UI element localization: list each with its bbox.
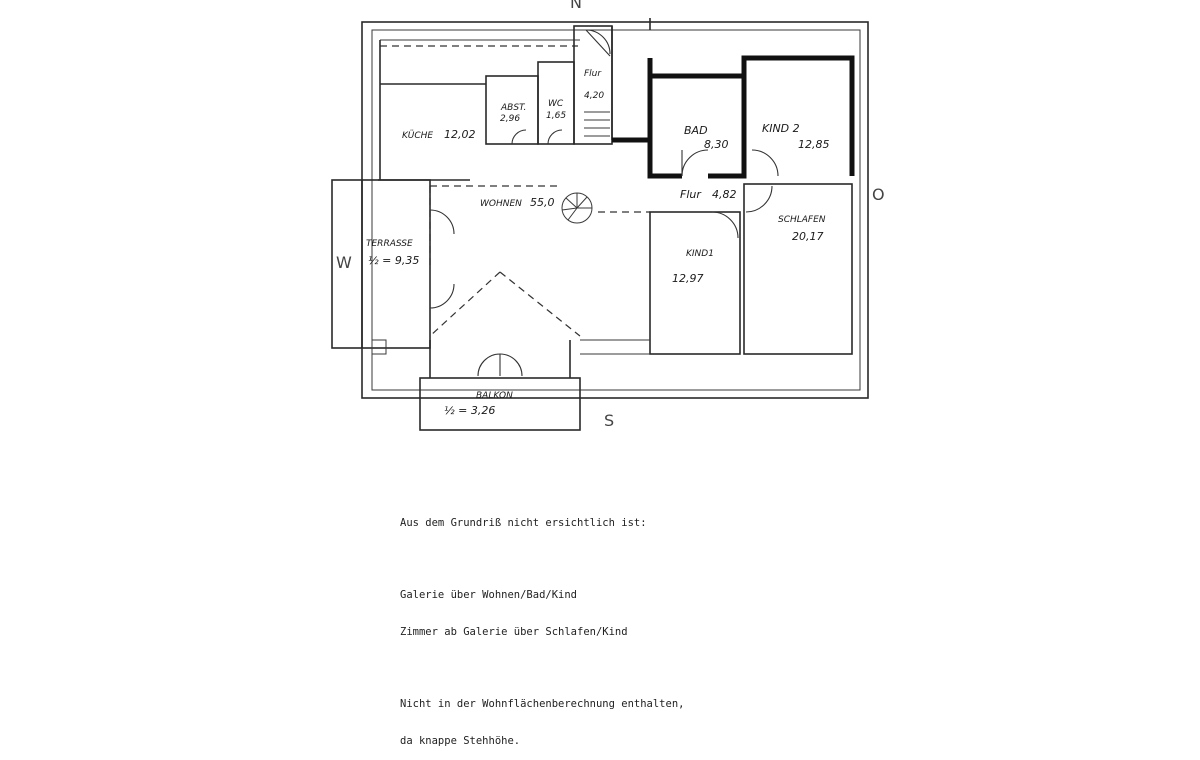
wc-area: 1,65 [546, 111, 566, 121]
kueche-name: KÜCHE [402, 130, 433, 141]
kind1-area: 12,97 [672, 272, 704, 285]
abst-name: ABST. [500, 103, 526, 113]
bad-wall-left [647, 58, 682, 179]
flur-top-area: 4,20 [584, 91, 604, 101]
kind2-area: 12,85 [798, 138, 830, 151]
kind2-name: KIND 2 [762, 122, 800, 135]
note-line-1: Aus dem Grundriß nicht ersichtlich ist: [400, 517, 647, 529]
kueche-area: 12,02 [444, 128, 476, 141]
wohnen-name: WOHNEN [480, 199, 522, 209]
inner-wall-frame [371, 29, 861, 391]
bedrooms [580, 183, 853, 355]
flur-mid-area: 4,82 [712, 188, 737, 201]
wc-door-swing [547, 129, 563, 145]
bad-door-swing [681, 149, 709, 177]
abst-area: 2,96 [500, 114, 520, 124]
flur-top-name: Flur [584, 69, 602, 79]
stair-tread-6 [567, 207, 578, 221]
bad-room [612, 55, 855, 179]
kind1-name: KIND1 [686, 249, 714, 259]
balkon-area: ½ = 3,26 [444, 404, 495, 417]
terrasse-door-2 [429, 283, 455, 309]
terrasse-area [331, 179, 455, 355]
kind1-door-swing [711, 211, 739, 239]
compass-south: S [604, 411, 614, 430]
schlafen-area: 20,17 [792, 230, 824, 243]
outer-wall-frame [361, 21, 869, 399]
compass-west: W [336, 253, 352, 272]
note-line-5: da knappe Stehhöhe. [400, 735, 521, 747]
balkon-door-right [499, 353, 523, 377]
note-line-2: Galerie über Wohnen/Bad/Kind [400, 588, 578, 601]
balkon-name: BALKON [476, 391, 513, 401]
stair-tread-2 [576, 196, 588, 209]
stair-tread-5 [561, 207, 578, 211]
flur-door-leaf [585, 29, 611, 57]
terrasse-name: TERRASSE [366, 239, 413, 249]
note-line-4: Nicht in der Wohnflächenberechnung entha… [400, 697, 685, 710]
outer-walls [361, 18, 869, 399]
spiral-stair [561, 192, 593, 224]
compass-east: O [872, 185, 885, 204]
service-rooms [485, 25, 613, 145]
balkon-outline [419, 377, 581, 431]
schlafen-door-swing [745, 185, 773, 213]
note-line-3: Zimmer ab Galerie über Schlafen/Kind [400, 626, 628, 638]
abst-door-swing [511, 129, 527, 145]
balkon-door-left [477, 353, 501, 377]
terrasse-door-1 [429, 209, 455, 235]
flur-top-room [573, 25, 613, 145]
bad-name: BAD [684, 124, 708, 137]
compass-north: N [570, 0, 582, 12]
kitchen-area [378, 39, 580, 181]
kind2-door-swing [751, 149, 779, 177]
wc-name: WC [548, 99, 564, 109]
flur-door-swing [585, 29, 611, 55]
gallery-dashed-edge [430, 185, 650, 213]
bad-area: 8,30 [704, 138, 729, 151]
stair-tread-4 [565, 197, 578, 209]
gallery-diag-right [499, 271, 581, 337]
bad-wall-right [708, 55, 855, 179]
balkon-area [419, 340, 581, 431]
gallery-diag-left [429, 271, 501, 337]
plan-notes: Aus dem Grundriß nicht ersichtlich ist: … [400, 492, 684, 760]
terrasse-pillar [371, 339, 387, 355]
floor-plan: N O S W KÜCHE 12,02 ABST. 2,96 WC 1,65 F… [331, 0, 885, 431]
schlafen-room [743, 183, 853, 355]
terrasse-outline [331, 179, 431, 349]
terrasse-area: ½ = 9,35 [368, 254, 419, 267]
kind1-room [649, 211, 741, 355]
wohnen-area: 55,0 [530, 196, 555, 209]
flur-mid-name: Flur [680, 188, 702, 201]
schlafen-name: SCHLAFEN [778, 215, 826, 225]
